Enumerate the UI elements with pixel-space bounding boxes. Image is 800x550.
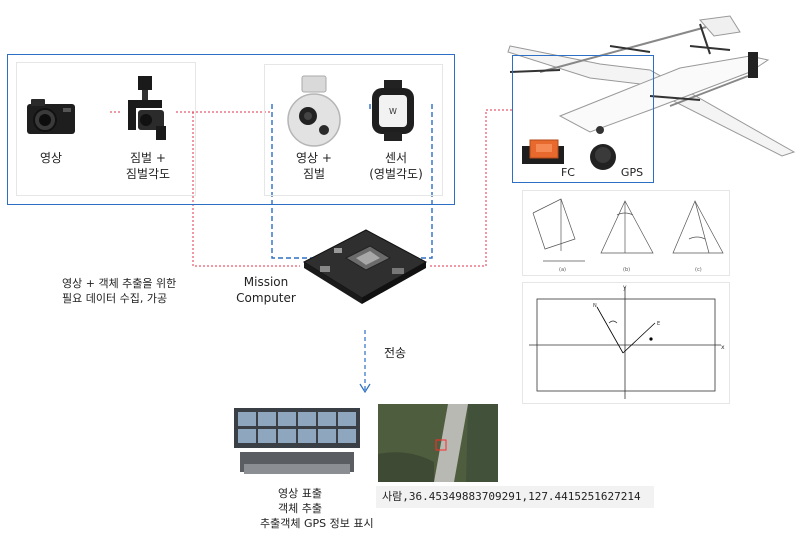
mission-computer-icon bbox=[296, 222, 432, 304]
output-description: 영상 표출 객체 추출 추출객체 GPS 정보 표시 bbox=[260, 486, 400, 531]
coordinate-plane-drawing: y x N E bbox=[523, 283, 729, 403]
svg-text:(a): (a) bbox=[559, 267, 566, 273]
fc-label: FC bbox=[558, 165, 578, 181]
svg-text:E: E bbox=[657, 321, 660, 327]
aerial-detection-image bbox=[378, 404, 498, 482]
mission-computer-label: Mission Computer bbox=[234, 274, 298, 306]
sensor-icon: W bbox=[370, 80, 416, 142]
gps-label: GPS bbox=[618, 165, 646, 181]
coordinate-geometry-figure: y x N E bbox=[522, 282, 730, 404]
gps-module-icon bbox=[588, 142, 618, 172]
fc-module-icon bbox=[520, 138, 566, 168]
eo-gimbal-icon bbox=[284, 74, 344, 150]
gimbal-label: 짐벌 + 짐벌각도 bbox=[108, 150, 188, 182]
aerial-view-drawing bbox=[378, 404, 498, 482]
transmit-label: 전송 bbox=[384, 344, 406, 361]
svg-text:(b): (b) bbox=[623, 267, 630, 273]
camera-label: 영상 bbox=[26, 150, 76, 166]
svg-text:x: x bbox=[721, 344, 725, 351]
detection-result-text: 사람,36.45349883709291,127.4415251627214 bbox=[376, 486, 654, 508]
eo-label: 영상 + 짐벌 bbox=[284, 150, 344, 182]
svg-text:(c): (c) bbox=[695, 267, 702, 273]
svg-text:N: N bbox=[593, 303, 597, 309]
gimbal-icon bbox=[118, 74, 174, 144]
svg-text:y: y bbox=[623, 284, 627, 291]
svg-text:W: W bbox=[389, 107, 397, 116]
gimbal-geometry-figure: (a) (b) (c) bbox=[522, 190, 730, 276]
collect-description: 영상 + 객체 추출을 위한 필요 데이터 수집, 가공 bbox=[62, 276, 212, 306]
camera-icon bbox=[25, 96, 77, 138]
sensor-label: 센서 (영벌각도) bbox=[356, 150, 436, 182]
geometry-views-drawing: (a) (b) (c) bbox=[523, 191, 729, 275]
control-room-image bbox=[230, 402, 364, 484]
